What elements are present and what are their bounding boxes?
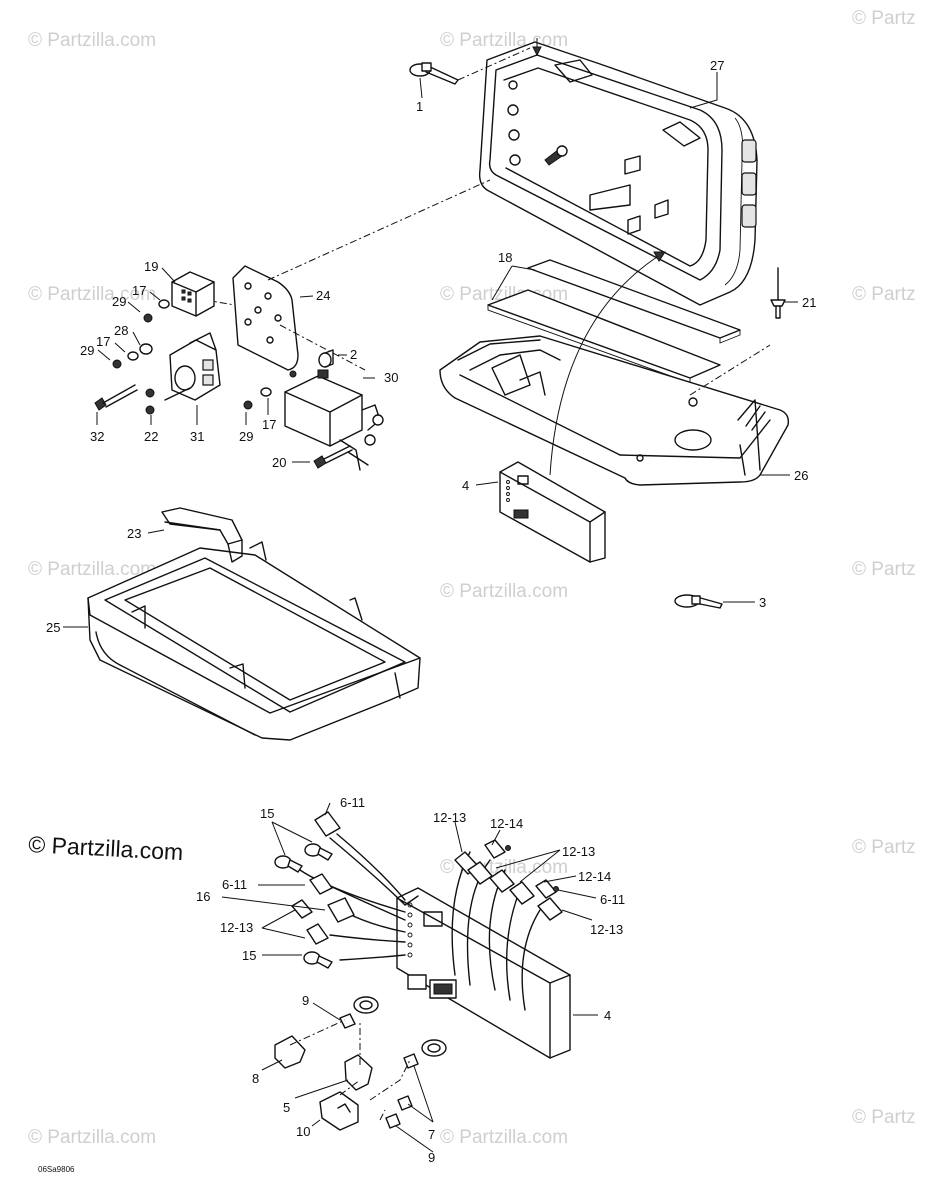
watermark-main: © Partzilla.com bbox=[28, 831, 184, 865]
callout-16: 16 bbox=[196, 889, 210, 904]
callout-29: 29 bbox=[80, 343, 94, 358]
gasket-strip-23 bbox=[161, 507, 243, 563]
callout-21: 21 bbox=[802, 295, 816, 310]
callout-4: 4 bbox=[462, 478, 469, 493]
callout-3: 3 bbox=[759, 595, 766, 610]
arrow-head bbox=[653, 251, 666, 262]
watermark: © Partzilla.com bbox=[440, 1127, 568, 1148]
module-4-upper bbox=[499, 461, 606, 563]
callout-19: 19 bbox=[144, 259, 158, 274]
callout-10: 10 bbox=[296, 1124, 310, 1139]
watermark: © Partzilla.com bbox=[28, 559, 156, 580]
callout-12-13: 12-13 bbox=[220, 920, 253, 935]
watermark: © Partzilla.com bbox=[28, 284, 156, 305]
washers-nuts bbox=[112, 299, 272, 415]
module-4-lower bbox=[396, 887, 571, 1059]
bolt-22 bbox=[164, 387, 191, 401]
callout-17: 17 bbox=[132, 283, 146, 298]
dash-line bbox=[267, 179, 491, 281]
mounting-bracket-24 bbox=[232, 265, 299, 371]
callout-28: 28 bbox=[114, 323, 128, 338]
callout-15: 15 bbox=[242, 948, 256, 963]
electrical-box-housing bbox=[478, 38, 758, 306]
bolt-20 bbox=[313, 445, 353, 469]
watermarks: © Partzilla.com © Partzilla.com © Partz … bbox=[28, 8, 916, 1148]
callout-31: 31 bbox=[190, 429, 204, 444]
callout-22: 22 bbox=[144, 429, 158, 444]
assembly-arrow bbox=[549, 254, 661, 476]
leader-lines bbox=[63, 72, 798, 1153]
assembly-dash-lines bbox=[289, 1019, 411, 1121]
callouts: 1 27 18 21 19 24 17 29 28 17 29 2 30 32 … bbox=[46, 58, 816, 1165]
watermark: © Partzilla.com bbox=[440, 581, 568, 602]
callout-12-14: 12-14 bbox=[490, 816, 523, 831]
callout-15: 15 bbox=[260, 806, 274, 821]
callout-7: 7 bbox=[428, 1127, 435, 1142]
callout-9: 9 bbox=[428, 1150, 435, 1165]
watermark: © Partz bbox=[852, 837, 916, 858]
callout-4: 4 bbox=[604, 1008, 611, 1023]
callout-12-13: 12-13 bbox=[562, 844, 595, 859]
cover-tray-25 bbox=[87, 541, 421, 741]
watermark: © Partz bbox=[852, 284, 916, 305]
fuse-holders bbox=[274, 996, 447, 1131]
callout-6-11: 6-11 bbox=[222, 877, 247, 892]
callout-5: 5 bbox=[283, 1100, 290, 1115]
base-plate-26 bbox=[439, 335, 790, 486]
dash-line bbox=[457, 47, 531, 81]
callout-12-14: 12-14 bbox=[578, 869, 611, 884]
spacer-2 bbox=[318, 349, 334, 368]
callout-6-11: 6-11 bbox=[600, 892, 625, 907]
callout-32: 32 bbox=[90, 429, 104, 444]
tie-strap-3 bbox=[674, 594, 723, 609]
terminal-pins bbox=[454, 839, 563, 921]
watermark: © Partzilla.com bbox=[28, 1127, 156, 1148]
starter-solenoid-30 bbox=[284, 369, 384, 471]
dash-line bbox=[689, 344, 771, 396]
dash-line bbox=[279, 324, 366, 371]
bullet-connectors bbox=[291, 811, 355, 945]
solenoid-31 bbox=[169, 332, 221, 401]
callout-18: 18 bbox=[498, 250, 512, 265]
callout-6-11: 6-11 bbox=[340, 795, 365, 810]
callout-29: 29 bbox=[112, 294, 126, 309]
callout-2: 2 bbox=[350, 347, 357, 362]
callout-27: 27 bbox=[710, 58, 724, 73]
callout-23: 23 bbox=[127, 526, 141, 541]
bolt-32 bbox=[94, 384, 138, 411]
callout-1: 1 bbox=[416, 99, 423, 114]
callout-17: 17 bbox=[262, 417, 276, 432]
callout-30: 30 bbox=[384, 370, 398, 385]
diagram-code: 06Sa9806 bbox=[38, 1165, 75, 1174]
watermark: © Partzilla.com bbox=[28, 30, 156, 51]
callout-12-13: 12-13 bbox=[433, 810, 466, 825]
callout-26: 26 bbox=[794, 468, 808, 483]
callout-12-13: 12-13 bbox=[590, 922, 623, 937]
watermark: © Partz bbox=[852, 8, 916, 29]
nut bbox=[289, 370, 297, 378]
push-pin-21 bbox=[770, 267, 786, 319]
callout-9: 9 bbox=[302, 993, 309, 1008]
callout-25: 25 bbox=[46, 620, 60, 635]
callout-17: 17 bbox=[96, 334, 110, 349]
callout-29: 29 bbox=[239, 429, 253, 444]
ring-terminals bbox=[274, 843, 333, 969]
tie-strap-1 bbox=[409, 62, 459, 85]
watermark: © Partz bbox=[852, 1107, 916, 1128]
wire-leads bbox=[299, 833, 541, 1011]
callout-8: 8 bbox=[252, 1071, 259, 1086]
callout-20: 20 bbox=[272, 455, 286, 470]
watermark: © Partz bbox=[852, 559, 916, 580]
seal-strips-18 bbox=[487, 259, 741, 384]
relay-19 bbox=[171, 271, 215, 317]
callout-24: 24 bbox=[316, 288, 330, 303]
